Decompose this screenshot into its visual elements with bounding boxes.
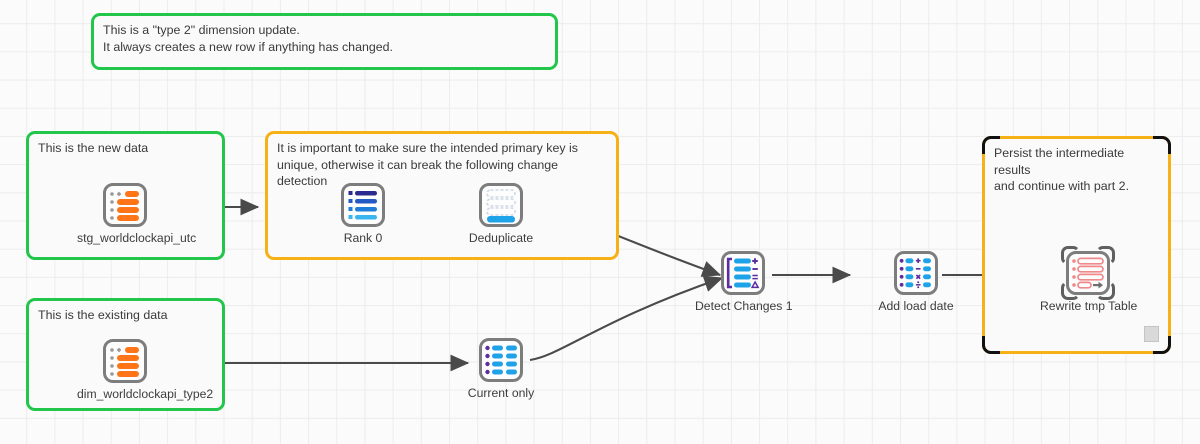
group-primary-key-label: It is important to make sure the intende… [277,141,578,188]
node-detect-changes-1[interactable]: Detect Changes 1 [695,251,793,313]
icon-corner-bottom-left [1061,281,1080,300]
node-dim-worldclockapi-type2-label: dim_worldclockapi_type2 [77,387,214,401]
selection-corner-top-left[interactable] [982,136,1000,154]
node-stg-worldclockapi-utc[interactable]: stg_worldclockapi_utc [77,183,197,245]
node-stg-worldclockapi-utc-label: stg_worldclockapi_utc [77,231,197,245]
node-deduplicate-label: Deduplicate [468,231,534,245]
selection-corner-bottom-right[interactable] [1153,336,1171,354]
node-rank-0[interactable]: Rank 0 [315,183,411,245]
node-rewrite-tmp-table[interactable]: Rewrite tmp Table [1040,246,1138,313]
resize-handle[interactable] [1144,326,1159,342]
selection-corner-top-right[interactable] [1153,136,1171,154]
note-type2[interactable]: This is a "type 2" dimension update. It … [91,13,558,70]
node-dim-worldclockapi-type2[interactable]: dim_worldclockapi_type2 [77,339,214,401]
group-persist[interactable]: Persist the intermediate results and con… [982,136,1171,354]
group-existing-data-label: This is the existing data [38,308,168,322]
note-type2-text: This is a "type 2" dimension update. It … [103,23,393,54]
group-new-data-label: This is the new data [38,141,149,155]
icon-corner-top-right [1096,246,1115,265]
node-add-load-date[interactable]: Add load date [868,251,964,313]
group-primary-key[interactable]: It is important to make sure the intende… [265,131,619,260]
selection-corner-bottom-left[interactable] [982,336,1000,354]
node-rewrite-tmp-table-label: Rewrite tmp Table [1040,299,1138,313]
node-rank-0-label: Rank 0 [343,231,383,245]
node-detect-changes-1-label: Detect Changes 1 [695,299,793,313]
node-current-only[interactable]: Current only [453,338,549,400]
icon-corner-top-left [1061,246,1080,265]
node-add-load-date-label: Add load date [878,299,954,313]
node-deduplicate[interactable]: Deduplicate [453,183,549,245]
table-orange-icon[interactable] [103,183,147,227]
icon-corner-bottom-right [1096,281,1115,300]
rank-icon[interactable] [341,183,385,227]
calculator-icon[interactable] [894,251,938,295]
node-current-only-label: Current only [467,386,535,400]
rewrite-table-icon[interactable] [1061,246,1115,300]
edge-current-to-detect [529,275,724,362]
deduplicate-icon[interactable] [479,183,523,227]
filter-rows-icon[interactable] [479,338,523,382]
detect-changes-icon[interactable] [721,251,765,295]
group-persist-label: Persist the intermediate results and con… [994,146,1130,193]
table-orange-icon[interactable] [103,339,147,383]
